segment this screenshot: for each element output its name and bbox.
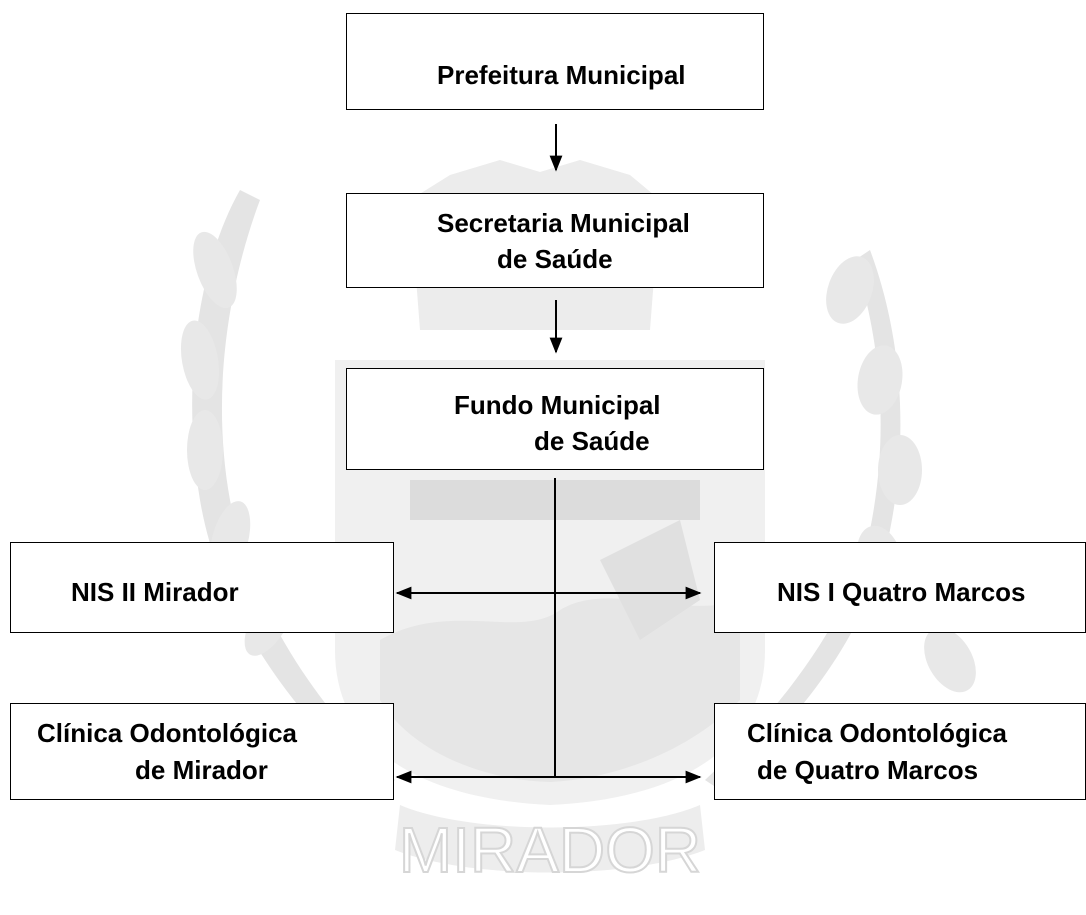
node-label-line2: de Saúde xyxy=(497,244,613,274)
node-label: Prefeitura Municipal xyxy=(437,60,686,90)
node-fundo-municipal-saude: Fundo Municipal de Saúde xyxy=(346,368,764,470)
node-clinica-odontologica-mirador: Clínica Odontológica de Mirador xyxy=(10,703,394,800)
node-label: NIS I Quatro Marcos xyxy=(777,577,1026,607)
node-nis-ii-mirador: NIS II Mirador xyxy=(10,542,394,633)
node-label: NIS II Mirador xyxy=(71,577,239,607)
node-secretaria-municipal-saude: Secretaria Municipal de Saúde xyxy=(346,193,764,288)
node-label-line2: de Mirador xyxy=(135,755,268,785)
watermark-text: MIRADOR xyxy=(399,814,701,886)
node-clinica-odontologica-quatro-marcos: Clínica Odontológica de Quatro Marcos xyxy=(714,703,1086,800)
node-label-line2: de Quatro Marcos xyxy=(757,755,979,785)
node-label-line1: Fundo Municipal xyxy=(454,390,661,420)
node-prefeitura-municipal: Prefeitura Municipal xyxy=(346,13,764,110)
node-label-line1: Clínica Odontológica xyxy=(747,718,1008,748)
node-nis-i-quatro-marcos: NIS I Quatro Marcos xyxy=(714,542,1086,633)
node-label-line1: Secretaria Municipal xyxy=(437,208,690,238)
node-label-line2: de Saúde xyxy=(534,426,650,456)
node-label-line1: Clínica Odontológica xyxy=(37,718,298,748)
